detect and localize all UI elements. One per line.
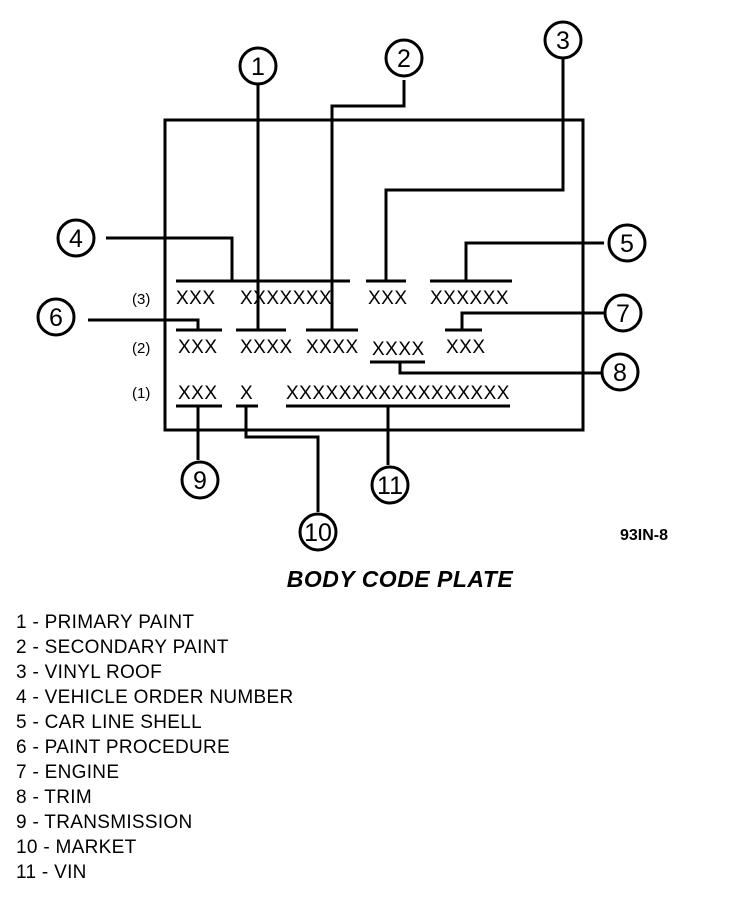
row-2-field-2: XXXX [240,337,293,358]
row-3-field-1: XXX [176,288,216,309]
callout-10-number: 10 [304,519,332,547]
leader-6 [88,318,200,330]
row-1-field-3: XXXXXXXXXXXXXXXXX [286,383,510,404]
callout-11-circle [370,465,410,505]
legend-list: 1 - PRIMARY PAINT 2 - SECONDARY PAINT 3 … [16,610,293,885]
legend-item: 5 - CAR LINE SHELL [16,712,202,733]
row-1-label: (1) [132,385,150,402]
row-2-field-4: XXXX [372,339,425,360]
row-2-field-1: XXX [178,337,218,358]
callout-2-circle [384,38,424,78]
figure-id: 93IN-8 [620,527,668,544]
legend-item: 3 - VINYL ROOF [16,662,163,683]
callout-8-number: 8 [613,359,627,387]
body-code-plate-diagram: 1 2 3 4 5 6 7 8 9 10 11 (3) (2) (1) XXX … [36,20,668,552]
leader-7 [460,311,604,330]
callout-1-circle [238,46,278,86]
leader-5 [464,241,604,281]
callout-1-number: 1 [251,53,265,81]
row-3-field-2: XXXXXXX [240,288,332,309]
leader-4 [106,236,234,281]
row-3-label: (3) [132,291,150,308]
legend-item: 9 - TRANSMISSION [16,812,193,833]
callout-6-number: 6 [49,304,63,332]
legend-item: 1 - PRIMARY PAINT [16,612,195,633]
diagram-title: BODY CODE PLATE [286,566,514,592]
legend-item: 2 - SECONDARY PAINT [16,637,229,658]
callout-4-number: 4 [69,225,83,253]
callout-8-circle [600,352,640,392]
legend-item: 11 - VIN [16,862,87,883]
legend-item: 4 - VEHICLE ORDER NUMBER [16,687,294,708]
callout-11-number: 11 [377,472,403,500]
callout-5-number: 5 [620,230,634,258]
leader-10 [244,406,320,512]
callout-5-circle [607,223,647,263]
row-2-label: (2) [132,340,150,357]
callout-3-number: 3 [556,27,570,55]
row-2-field-3: XXXX [306,337,359,358]
legend-item: 10 - MARKET [16,837,137,858]
legend-item: 6 - PAINT PROCEDURE [16,737,231,758]
leader-3 [384,58,565,281]
row-3-field-4: XXXXXX [430,288,509,309]
callout-9-circle [180,460,220,500]
callout-2-number: 2 [397,45,411,73]
callout-10-circle [298,512,338,552]
row-2-field-5: XXX [446,337,486,358]
callout-4-circle [56,218,96,258]
row-1-field-1: XXX [178,383,218,404]
row-3-field-3: XXX [368,288,408,309]
leader-lines [88,58,604,512]
legend-item: 7 - ENGINE [16,762,120,783]
legend-item: 8 - TRIM [16,787,92,808]
leader-2 [330,80,406,330]
leader-8 [398,362,601,375]
plate-outline [163,118,585,432]
callout-7-number: 7 [616,300,630,328]
callout-3-circle [543,20,583,60]
callout-circles [36,20,647,552]
callout-6-circle [36,297,76,337]
callout-7-circle [603,293,643,333]
callout-9-number: 9 [193,467,207,495]
row-1-field-2: X [240,383,253,404]
